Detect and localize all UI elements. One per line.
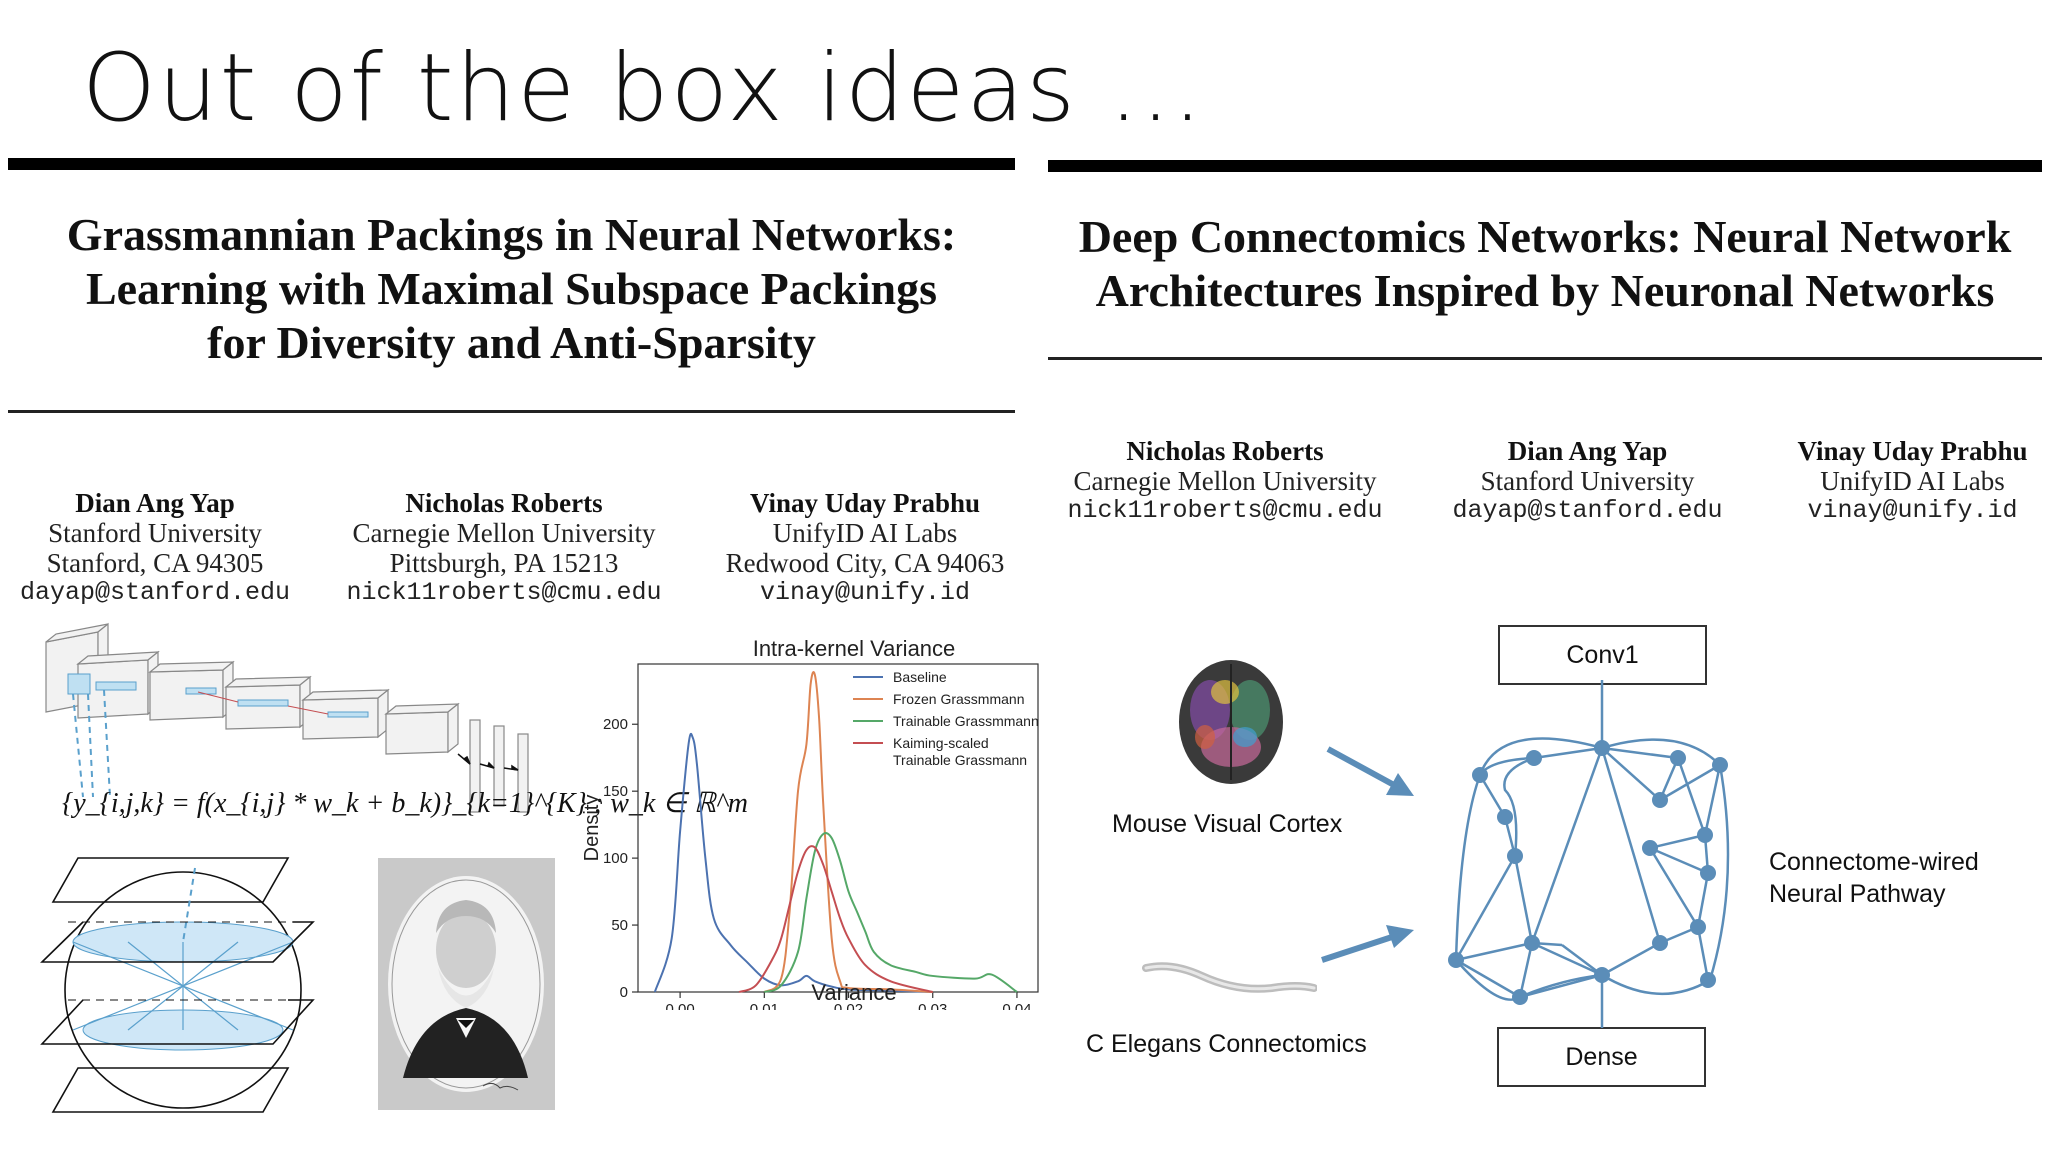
author-affiliation: Stanford University — [1480, 466, 1695, 496]
pathway-label-line-1: Connectome-wired — [1769, 848, 1979, 876]
chart-xlabel: Variance — [811, 980, 896, 1005]
author-name: Nicholas Roberts — [1126, 436, 1324, 466]
y-tick-label: 0 — [620, 984, 628, 1001]
c-elegans-image — [1142, 962, 1317, 993]
connectome-graph — [1448, 680, 1730, 1028]
author-email: vinay@unify.id — [1807, 496, 2018, 525]
left-title-line-1: Grassmannian Packings in Neural Networks… — [66, 209, 957, 260]
legend-label: Trainable Grassmmann — [893, 713, 1039, 729]
x-tick-label: 0.03 — [918, 1001, 947, 1010]
y-tick-label: 150 — [603, 783, 628, 800]
left-title-line-3: for Diversity and Anti-Sparsity — [207, 317, 816, 368]
connectome-pathway-label: Connectome-wired Neural Pathway — [1769, 846, 1979, 910]
author-address: Pittsburgh, PA 15213 — [389, 548, 619, 578]
author-affiliation: UnifyID AI Labs — [772, 518, 958, 548]
author-name: Dian Ang Yap — [1507, 436, 1668, 466]
chart-plot-frame — [637, 663, 1039, 993]
right-title-rule — [1048, 357, 2042, 360]
portrait-image — [378, 858, 555, 1110]
y-tick-label: 100 — [603, 850, 628, 867]
author-affiliation: Carnegie Mellon University — [352, 518, 656, 548]
cnn-diagram — [45, 622, 529, 813]
slide-title: Out of the box ideas ... — [82, 34, 1205, 143]
left-author-2: Nicholas Roberts Carnegie Mellon Univers… — [345, 488, 663, 608]
y-tick-label: 200 — [603, 716, 628, 733]
series-line-2 — [763, 832, 1018, 993]
author-address: Stanford, CA 94305 — [46, 548, 264, 578]
series-line-3 — [738, 845, 933, 993]
author-email: dayap@stanford.edu — [19, 578, 291, 607]
left-title-rule — [8, 410, 1015, 413]
author-email: dayap@stanford.edu — [1452, 496, 1723, 525]
mouse-visual-cortex-label: Mouse Visual Cortex — [1112, 810, 1343, 838]
conv1-box: Conv1 — [1498, 625, 1707, 685]
pathway-label-line-2: Neural Pathway — [1769, 880, 1946, 908]
conv1-label: Conv1 — [1566, 640, 1639, 669]
chart-ylabel: Density — [581, 795, 603, 862]
right-author-2: Dian Ang Yap Stanford University dayap@s… — [1445, 436, 1730, 526]
author-affiliation: Carnegie Mellon University — [1073, 466, 1377, 496]
right-author-1: Nicholas Roberts Carnegie Mellon Univers… — [1060, 436, 1390, 526]
author-name: Dian Ang Yap — [75, 488, 235, 518]
dense-box: Dense — [1497, 1027, 1706, 1087]
left-author-1: Dian Ang Yap Stanford University Stanfor… — [10, 488, 300, 608]
mouse-brain-image — [1179, 660, 1283, 784]
x-tick-label: 0.02 — [834, 1001, 863, 1010]
author-address: Redwood City, CA 94063 — [725, 548, 1005, 578]
left-author-3: Vinay Uday Prabhu UnifyID AI Labs Redwoo… — [712, 488, 1018, 608]
right-paper-title: Deep Connectomics Networks: Neural Netwo… — [1048, 210, 2042, 318]
chart-title: Intra-kernel Variance — [753, 636, 956, 661]
cnn-formula: {y_{i,j,k} = f(x_{i,j} * w_k + b_k)}_{k=… — [62, 788, 748, 819]
author-affiliation: UnifyID AI Labs — [1820, 466, 2005, 496]
input-arrows — [1321, 746, 1414, 963]
right-author-3: Vinay Uday Prabhu UnifyID AI Labs vinay@… — [1785, 436, 2040, 526]
left-title-line-2: Learning with Maximal Subspace Packings — [85, 263, 938, 314]
right-title-line-2: Architectures Inspired by Neuronal Netwo… — [1095, 265, 1995, 316]
author-name: Nicholas Roberts — [405, 488, 603, 518]
right-top-rule — [1048, 160, 2042, 172]
left-top-rule — [8, 158, 1015, 170]
left-paper-title: Grassmannian Packings in Neural Networks… — [8, 208, 1015, 370]
intra-kernel-variance-chart: Intra-kernel Variance 0 50 100 150 200 0.00 0… — [581, 636, 1039, 1010]
author-email: nick11roberts@cmu.edu — [346, 578, 662, 607]
grassmann-sphere-diagram — [40, 857, 315, 1113]
y-tick-label: 50 — [611, 917, 628, 934]
x-tick-label: 0.04 — [1002, 1001, 1031, 1010]
author-email: vinay@unify.id — [759, 578, 971, 607]
dense-label: Dense — [1565, 1042, 1638, 1071]
author-affiliation: Stanford University — [48, 518, 262, 548]
author-name: Vinay Uday Prabhu — [1797, 436, 2028, 466]
legend-label: Baseline — [893, 669, 947, 685]
x-tick-label: 0.00 — [666, 1001, 695, 1010]
legend-label: Frozen Grassmmann — [893, 691, 1024, 707]
series-line-0 — [653, 732, 933, 993]
author-name: Vinay Uday Prabhu — [749, 488, 981, 518]
c-elegans-label: C Elegans Connectomics — [1086, 1030, 1367, 1058]
x-tick-label: 0.01 — [750, 1001, 779, 1010]
author-email: nick11roberts@cmu.edu — [1067, 496, 1383, 525]
right-title-line-1: Deep Connectomics Networks: Neural Netwo… — [1078, 211, 2012, 262]
